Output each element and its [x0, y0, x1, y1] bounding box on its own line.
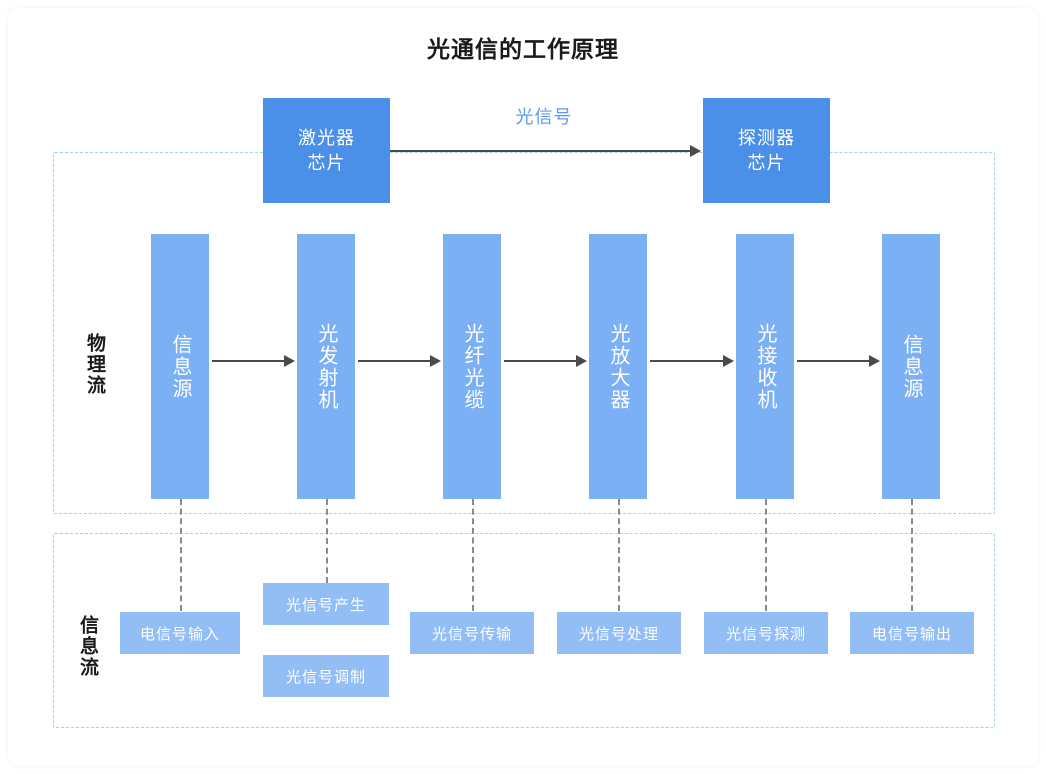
info-box-optical-modulate[interactable]: 光信号调制 — [263, 655, 389, 697]
process-arrow-head-2 — [430, 355, 441, 367]
connector-4 — [618, 499, 620, 611]
connector-2 — [326, 499, 328, 583]
info-box-optical-process[interactable]: 光信号处理 — [557, 612, 681, 654]
connector-6 — [911, 499, 913, 611]
info-box-optical-generate[interactable]: 光信号产生 — [263, 583, 389, 625]
process-arrow-line-5 — [797, 360, 869, 362]
page-title: 光通信的工作原理 — [427, 36, 619, 62]
process-arrow-line-4 — [650, 360, 723, 362]
info-box-electrical-input[interactable]: 电信号输入 — [120, 612, 240, 654]
process-box-5[interactable]: 光接收机 — [736, 234, 794, 499]
process-arrow-line-3 — [504, 360, 576, 362]
optical-signal-arrow-line — [390, 150, 690, 152]
info-box-optical-detect[interactable]: 光信号探测 — [704, 612, 828, 654]
detector-chip-box[interactable]: 探测器 芯片 — [703, 98, 830, 203]
info-flow-label: 信息流 — [77, 614, 98, 678]
process-arrow-head-3 — [576, 355, 587, 367]
process-arrow-head-4 — [723, 355, 734, 367]
process-box-6[interactable]: 信息源 — [882, 234, 940, 499]
connector-3 — [472, 499, 474, 611]
process-box-4[interactable]: 光放大器 — [589, 234, 647, 499]
connector-1 — [180, 499, 182, 611]
physical-flow-label: 物理流 — [84, 332, 105, 396]
process-box-3[interactable]: 光纤光缆 — [443, 234, 501, 499]
optical-signal-arrow-head — [690, 145, 701, 157]
laser-chip-box[interactable]: 激光器 芯片 — [263, 98, 390, 203]
process-arrow-head-1 — [284, 355, 295, 367]
info-box-optical-transmit[interactable]: 光信号传输 — [410, 612, 534, 654]
process-arrow-line-2 — [358, 360, 430, 362]
process-box-1[interactable]: 信息源 — [151, 234, 209, 499]
optical-signal-label: 光信号 — [515, 107, 573, 127]
process-box-2[interactable]: 光发射机 — [297, 234, 355, 499]
info-box-electrical-output[interactable]: 电信号输出 — [850, 612, 974, 654]
process-arrow-line-1 — [212, 360, 284, 362]
process-arrow-head-5 — [869, 355, 880, 367]
connector-5 — [765, 499, 767, 611]
info-flow-group — [53, 533, 995, 728]
physical-flow-group — [53, 152, 995, 514]
